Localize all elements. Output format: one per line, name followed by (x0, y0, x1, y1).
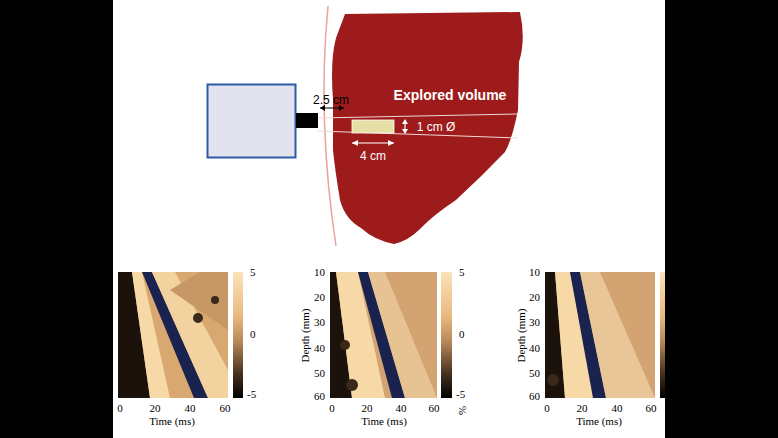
liver (332, 12, 523, 244)
tick-label: 0 (250, 329, 256, 340)
elastogram (545, 272, 655, 398)
letterbox-bar (665, 0, 778, 438)
tick-label: 0 (459, 329, 465, 340)
dimension-label: 1 cm Ø (417, 121, 456, 133)
tick-label: 20 (314, 292, 325, 303)
tick-label: 0 (329, 403, 335, 414)
tick-label: 10 (529, 267, 540, 278)
tick-label: 40 (396, 403, 407, 414)
tick-label: 20 (529, 292, 540, 303)
tick-label: 60 (314, 391, 325, 402)
probe-housing (208, 85, 296, 158)
tick-label: 60 (646, 403, 657, 414)
tick-label: 60 (529, 391, 540, 402)
tick-label: 40 (185, 403, 196, 414)
colorbar (441, 272, 452, 398)
axis-title: Time (ms) (576, 416, 622, 427)
tick-label: -5 (247, 389, 256, 400)
tick-label: 5 (250, 267, 256, 278)
tick-label: 60 (429, 403, 440, 414)
unit-label: % (457, 405, 468, 414)
axis-title: Depth (mm) (515, 308, 526, 362)
tick-label: 40 (314, 343, 325, 354)
region-label: Explored volume (394, 88, 507, 102)
colorbar (233, 272, 243, 398)
tick-label: 40 (612, 403, 623, 414)
elastogram (330, 272, 437, 398)
probe-tip (296, 113, 318, 128)
tick-label: 30 (529, 317, 540, 328)
beam-line (318, 114, 518, 118)
tick-label: 0 (544, 403, 550, 414)
tick-label: 40 (529, 343, 540, 354)
tick-label: -5 (456, 389, 465, 400)
axis-title: Depth (mm) (299, 308, 310, 362)
arrowhead (352, 140, 394, 146)
tick-label: 50 (529, 368, 540, 379)
arrowhead (402, 119, 408, 134)
dimension-label: 4 cm (360, 150, 386, 162)
tick-label: 50 (314, 368, 325, 379)
tick-label: 20 (150, 403, 161, 414)
skin-line (324, 6, 336, 246)
tick-label: 20 (577, 403, 588, 414)
tick-label: 60 (220, 403, 231, 414)
dimension-arrow (352, 142, 394, 143)
explored-cylinder (352, 120, 394, 133)
tick-label: 10 (314, 267, 325, 278)
tick-label: 5 (459, 267, 465, 278)
elastogram (118, 272, 228, 398)
dimension-label: 2.5 cm (313, 94, 349, 106)
axis-title: Time (ms) (361, 416, 407, 427)
tick-label: 0 (117, 403, 123, 414)
tick-label: 30 (314, 317, 325, 328)
axis-title: Time (ms) (149, 416, 195, 427)
letterbox-bar (0, 0, 113, 438)
tick-label: 20 (362, 403, 373, 414)
